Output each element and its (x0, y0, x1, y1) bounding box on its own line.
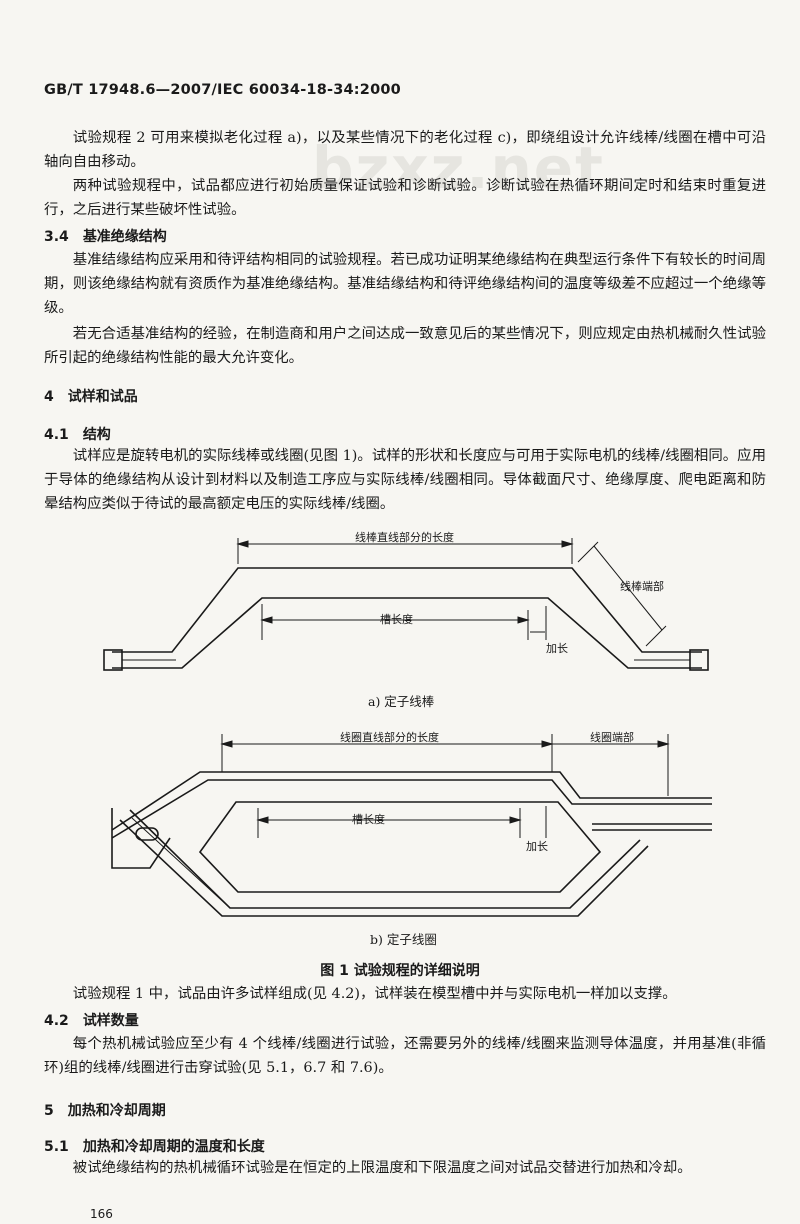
heading-number: 4 (44, 389, 54, 405)
label-extension: 加长 (546, 642, 568, 655)
label-straight-length: 线棒直线部分的长度 (355, 530, 454, 544)
page-number: 166 (90, 1207, 113, 1221)
heading-number: 4.2 (44, 1013, 69, 1029)
figure-a-stator-bar: 线棒直线部分的长度 线棒端部 槽长度 加长 a) 定子线棒 (103, 530, 709, 709)
heading-text: 基准绝缘结构 (82, 229, 167, 245)
heading-number: 5 (44, 1103, 54, 1119)
paragraph-8: 被试绝缘结构的热机械循环试验是在恒定的上限温度和下限温度之间对试品交替进行加热和… (72, 1160, 692, 1176)
heading-4-1: 4.1 结构 (44, 424, 111, 444)
figure-b-stator-coil: 线圈直线部分的长度 线圈端部 槽长度 加长 b) 定子线圈 (111, 730, 712, 947)
label-straight-length: 线圈直线部分的长度 (340, 730, 439, 744)
watermark: bzxz.net (312, 134, 605, 202)
paragraph-2: 两种试验规程中，试品都应进行初始质量保证试验和诊断试验。诊断试验在热循环期间定时… (44, 178, 766, 218)
label-end-part: 线棒端部 (620, 579, 664, 593)
label-end-part: 线圈端部 (590, 730, 634, 744)
paragraph-1: 试验规程 2 可用来模拟老化过程 a)，以及某些情况下的老化过程 c)，即绕组设… (44, 130, 766, 170)
heading-5-1: 5.1 加热和冷却周期的温度和长度 (44, 1136, 265, 1156)
paragraph-4: 若无合适基准结构的经验，在制造商和用户之间达成一致意见后的某些情况下，则应规定由… (44, 326, 766, 366)
heading-text: 加热和冷却周期 (67, 1103, 166, 1119)
heading-5: 5 加热和冷却周期 (44, 1100, 166, 1120)
heading-text: 试样和试品 (67, 389, 138, 405)
caption-b: b) 定子线圈 (370, 932, 437, 947)
paragraph-7: 每个热机械试验应至少有 4 个线棒/线圈进行试验，还需要另外的线棒/线圈来监测导… (44, 1036, 766, 1076)
figure-title: 图 1 试验规程的详细说明 (320, 963, 480, 979)
heading-4-2: 4.2 试样数量 (44, 1010, 139, 1030)
heading-text: 结构 (82, 427, 111, 443)
heading-number: 4.1 (44, 427, 69, 443)
standard-number: GB/T 17948.6—2007/IEC 60034-18-34:2000 (44, 82, 401, 98)
label-slot-length: 槽长度 (352, 812, 385, 826)
stator-bar-drawing (103, 567, 709, 671)
paragraph-3: 基准结缘结构应采用和待评结构相同的试验规程。若已成功证明某绝缘结构在典型运行条件… (44, 252, 766, 316)
paragraph-5: 试样应是旋转电机的实际线棒或线圈(见图 1)。试样的形状和长度应与可用于实际电机… (44, 448, 766, 512)
heading-text: 试样数量 (82, 1013, 139, 1029)
caption-a: a) 定子线棒 (368, 694, 435, 709)
label-slot-length: 槽长度 (380, 612, 413, 626)
heading-3-4: 3.4 基准绝缘结构 (44, 226, 167, 246)
dimension-lines (220, 734, 670, 838)
heading-number: 5.1 (44, 1139, 69, 1155)
dimension-lines (236, 538, 667, 647)
paragraph-6: 试验规程 1 中，试品由许多试样组成(见 4.2)，试样装在模型槽中并与实际电机… (72, 986, 677, 1002)
heading-4: 4 试样和试品 (44, 386, 138, 406)
stator-coil-drawing (111, 771, 712, 917)
heading-text: 加热和冷却周期的温度和长度 (82, 1139, 265, 1155)
heading-number: 3.4 (44, 229, 69, 245)
label-extension: 加长 (526, 840, 548, 853)
